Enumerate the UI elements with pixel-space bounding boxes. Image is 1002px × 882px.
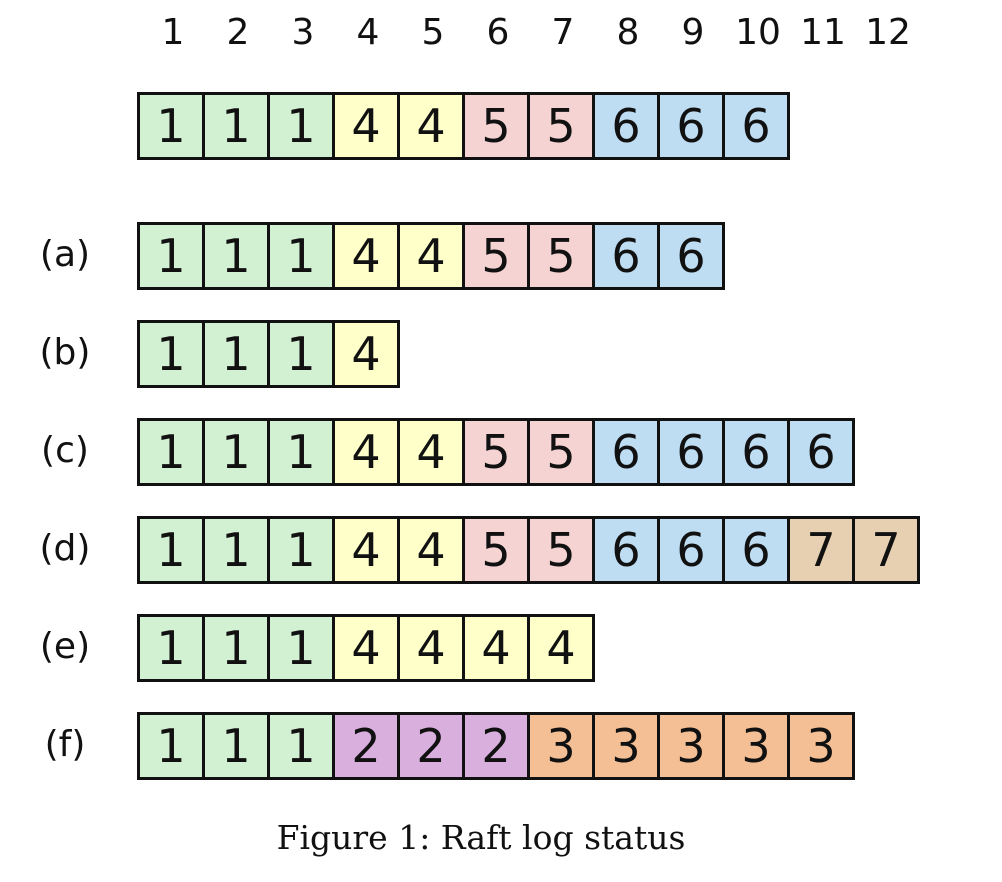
log-entry: 6	[657, 225, 722, 287]
log-entry: 4	[397, 519, 462, 581]
log-entry: 3	[657, 715, 722, 777]
log-entry: 4	[332, 95, 397, 157]
log-entry: 6	[592, 519, 657, 581]
log-entry: 3	[592, 715, 657, 777]
log-entry: 1	[140, 519, 202, 581]
log-entry: 6	[722, 95, 787, 157]
log-entry: 6	[657, 519, 722, 581]
log-entry: 6	[722, 519, 787, 581]
log-entry: 1	[267, 519, 332, 581]
log-entry: 1	[140, 95, 202, 157]
log-entry: 4	[527, 617, 592, 679]
follower-log-c-label: (c)	[41, 430, 89, 471]
log-entry: 1	[202, 95, 267, 157]
log-entry: 5	[527, 225, 592, 287]
log-entry: 6	[592, 95, 657, 157]
log-index-5: 5	[421, 12, 445, 53]
log-index-2: 2	[226, 12, 250, 53]
log-index-10: 10	[735, 12, 781, 53]
log-entry: 7	[787, 519, 852, 581]
log-entry: 5	[527, 421, 592, 483]
log-entry: 4	[462, 617, 527, 679]
log-entry: 5	[527, 95, 592, 157]
log-entry: 6	[787, 421, 852, 483]
log-entry: 4	[397, 617, 462, 679]
follower-log-f-label: (f)	[44, 724, 86, 765]
log-index-8: 8	[616, 12, 640, 53]
figure-caption: Figure 1: Raft log status	[276, 818, 686, 857]
log-entry: 1	[202, 225, 267, 287]
log-index-4: 4	[356, 12, 380, 53]
log-entry: 1	[202, 715, 267, 777]
log-entry: 1	[267, 323, 332, 385]
log-entry: 4	[397, 225, 462, 287]
log-entry: 6	[592, 225, 657, 287]
log-entry: 4	[397, 421, 462, 483]
log-entry: 6	[657, 95, 722, 157]
log-entry: 4	[332, 617, 397, 679]
log-entry: 6	[722, 421, 787, 483]
log-entry: 1	[202, 617, 267, 679]
log-index-1: 1	[161, 12, 185, 53]
log-index-3: 3	[291, 12, 315, 53]
log-entry: 1	[140, 617, 202, 679]
log-entry: 4	[332, 323, 397, 385]
log-entry: 5	[527, 519, 592, 581]
log-entry: 1	[140, 225, 202, 287]
log-entry: 1	[140, 323, 202, 385]
log-entry: 4	[397, 95, 462, 157]
log-index-9: 9	[681, 12, 705, 53]
log-entry: 1	[140, 421, 202, 483]
log-entry: 3	[722, 715, 787, 777]
log-index-7: 7	[551, 12, 575, 53]
log-entry: 5	[462, 225, 527, 287]
log-entry: 1	[267, 225, 332, 287]
log-entry: 3	[527, 715, 592, 777]
log-entry: 1	[267, 95, 332, 157]
log-entry: 1	[202, 323, 267, 385]
log-index-6: 6	[486, 12, 510, 53]
log-entry: 1	[202, 519, 267, 581]
log-entry: 3	[787, 715, 852, 777]
log-entry: 5	[462, 421, 527, 483]
log-entry: 1	[202, 421, 267, 483]
log-entry: 6	[657, 421, 722, 483]
follower-log-e-label: (e)	[39, 626, 91, 667]
log-entry: 6	[592, 421, 657, 483]
log-entry: 1	[267, 617, 332, 679]
log-entry: 2	[397, 715, 462, 777]
follower-log-a-label: (a)	[39, 234, 91, 275]
log-entry: 4	[332, 519, 397, 581]
log-entry: 5	[462, 95, 527, 157]
follower-log-d-label: (d)	[39, 528, 91, 569]
log-entry: 7	[852, 519, 917, 581]
log-index-12: 12	[865, 12, 911, 53]
log-index-11: 11	[800, 12, 846, 53]
log-entry: 4	[332, 421, 397, 483]
follower-log-b-label: (b)	[39, 332, 91, 373]
log-entry: 4	[332, 225, 397, 287]
log-entry: 1	[267, 421, 332, 483]
log-entry: 5	[462, 519, 527, 581]
log-entry: 1	[267, 715, 332, 777]
log-entry: 1	[140, 715, 202, 777]
log-entry: 2	[332, 715, 397, 777]
log-entry: 2	[462, 715, 527, 777]
